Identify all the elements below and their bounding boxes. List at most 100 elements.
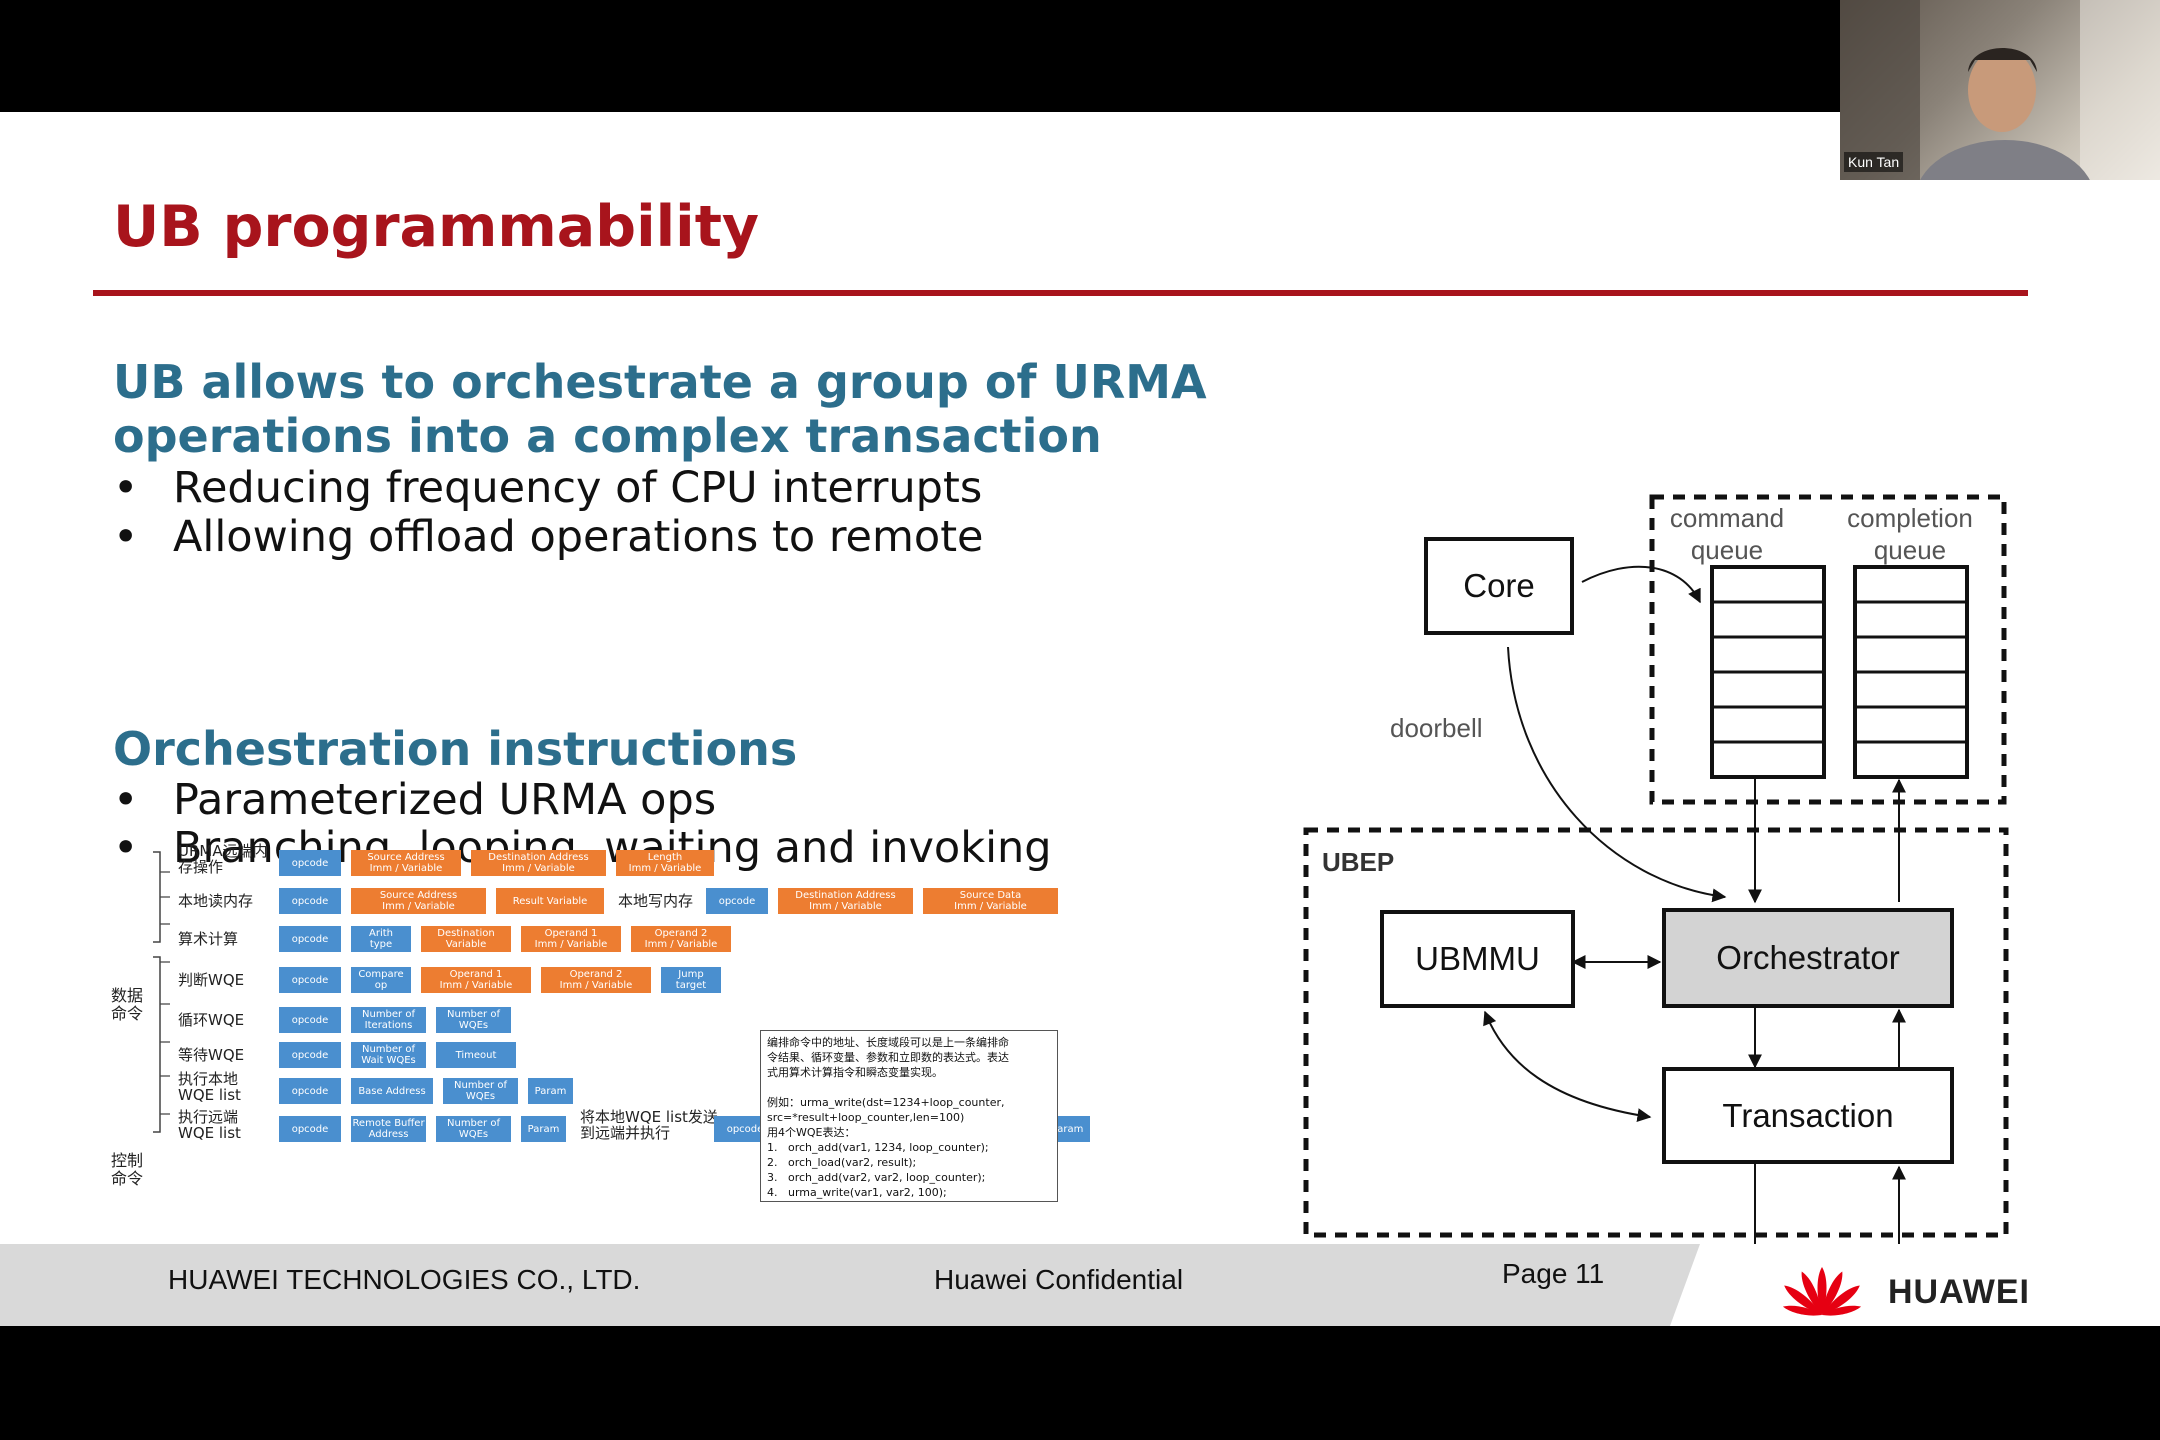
bullet-text: Reducing frequency of CPU interrupts	[173, 463, 983, 513]
table-cell: opcode	[279, 1007, 341, 1033]
footer-logo-panel	[1670, 1244, 2160, 1326]
bullet-dot: •	[113, 512, 139, 562]
heading-orchestrate-line2: operations into a complex transaction	[113, 409, 1102, 463]
note-line: 例如：urma_write(dst=1234+loop_counter,	[767, 1096, 1005, 1109]
table-cell: opcode	[279, 1116, 341, 1142]
note-line: 编排命令中的地址、长度域段可以是上一条编排命	[767, 1036, 1009, 1049]
table-cell: Source Address Imm / Variable	[351, 888, 486, 914]
table-cell: opcode	[279, 967, 341, 993]
ubep-dashed-box	[1303, 827, 2009, 1238]
heading-orchestration-instructions: Orchestration instructions	[113, 722, 798, 776]
huawei-flower-icon	[1782, 1267, 1862, 1316]
ubep-label: UBEP	[1322, 847, 1395, 877]
command-queue-label: command queue	[1669, 503, 1785, 565]
huawei-logo-text: HUAWEI	[1888, 1273, 2030, 1311]
bullet-text: Parameterized URMA ops	[173, 775, 717, 825]
table-cell: Param	[521, 1116, 566, 1142]
table-cell: Length Imm / Variable	[616, 850, 714, 876]
table-cell: Operand 2 Imm / Variable	[631, 926, 731, 952]
table-cell: Number of WQEs	[436, 1007, 511, 1033]
huawei-logo: HUAWEI	[1770, 1265, 2090, 1317]
table-cell: Number of Iterations	[351, 1007, 426, 1033]
table-row-label: 将本地WQE list发送 到远端并执行	[580, 1108, 718, 1142]
table-row-label: 执行本地 WQE list	[178, 1070, 241, 1104]
table-cell: Remote Buffer Address	[351, 1116, 426, 1142]
table-row-label: 本地写内存	[618, 892, 694, 910]
command-queue-icon	[1710, 565, 1826, 779]
note-line	[767, 1080, 1051, 1095]
group-label-control: 控制 命令	[111, 1151, 144, 1188]
table-row-label: URMA远端内 存操作	[178, 842, 268, 876]
bullet-item: • Allowing offload operations to remote	[113, 513, 984, 561]
table-row-label: 算术计算	[178, 930, 239, 948]
doorbell-label: doorbell	[1390, 713, 1483, 743]
heading-orchestrate-line1: UB allows to orchestrate a group of URMA	[113, 355, 1207, 409]
table-cell: Source Address Imm / Variable	[351, 850, 461, 876]
note-line: 式用算术计算指令和瞬态变量实现。	[767, 1066, 943, 1079]
table-cell: Arith type	[351, 926, 411, 952]
table-row-label: 等待WQE	[178, 1046, 245, 1064]
note-line: 用4个WQE表达：	[767, 1126, 856, 1139]
transaction-box: Transaction	[1662, 1067, 1954, 1164]
completion-queue-icon	[1853, 565, 1969, 779]
table-cell: Number of WQEs	[443, 1078, 518, 1104]
bullet-dot: •	[113, 823, 139, 873]
table-cell: Number of WQEs	[436, 1116, 511, 1142]
note-line: 2. orch_load(var2, result);	[767, 1156, 917, 1169]
table-cell: Number of Wait WQEs	[351, 1042, 426, 1068]
queue-dashed-box	[1649, 494, 2007, 805]
ubmmu-box: UBMMU	[1380, 910, 1575, 1008]
table-cell: Operand 1 Imm / Variable	[421, 967, 531, 993]
bullet-dot: •	[113, 775, 139, 825]
bullet-item: • Parameterized URMA ops	[113, 776, 716, 824]
table-row-label: 循环WQE	[178, 1011, 245, 1029]
table-cell: Base Address	[351, 1078, 433, 1104]
bullet-item: • Reducing frequency of CPU interrupts	[113, 464, 982, 512]
table-cell: opcode	[279, 1042, 341, 1068]
note-line: 3. orch_add(var2, var2, loop_counter);	[767, 1171, 986, 1184]
table-cell: Param	[528, 1078, 573, 1104]
table-cell: Operand 2 Imm / Variable	[541, 967, 651, 993]
table-cell: Operand 1 Imm / Variable	[521, 926, 621, 952]
table-cell: Destination Variable	[421, 926, 511, 952]
architecture-diagram: Core command queue completion queue door…	[1290, 362, 2030, 1302]
table-brackets	[153, 851, 170, 1133]
table-cell: opcode	[279, 888, 341, 914]
footer-company: HUAWEI TECHNOLOGIES CO., LTD.	[168, 1264, 641, 1295]
table-cell: Jump target	[661, 967, 721, 993]
slide-title: UB programmability	[113, 194, 760, 260]
table-cell: opcode	[706, 888, 768, 914]
orchestration-note: 编排命令中的地址、长度域段可以是上一条编排命令结果、循环变量、参数和立即数的表达…	[760, 1030, 1058, 1202]
window-edge-line	[1220, 112, 1840, 114]
table-cell: Compare op	[351, 967, 411, 993]
table-cell: Source Data Imm / Variable	[923, 888, 1058, 914]
orchestrator-box: Orchestrator	[1662, 908, 1954, 1008]
table-cell: opcode	[279, 1078, 341, 1104]
core-box: Core	[1424, 537, 1574, 635]
slide: UB programmability UB allows to orchestr…	[0, 112, 2160, 1325]
table-row-label: 执行远端 WQE list	[178, 1108, 241, 1142]
footer-confidential: Huawei Confidential	[934, 1264, 1184, 1295]
note-line: 令结果、循环变量、参数和立即数的表达式。表达	[767, 1051, 1009, 1064]
participant-video-tile[interactable]: Kun Tan	[1840, 0, 2160, 180]
bullet-dot: •	[113, 463, 139, 513]
participant-name: Kun Tan	[1844, 152, 1904, 172]
table-cell: opcode	[279, 926, 341, 952]
participant-video-icon	[1840, 0, 2160, 180]
group-label-data: 数据 命令	[111, 986, 144, 1023]
table-row-label: 判断WQE	[178, 971, 245, 989]
note-line: 4. urma_write(var1, var2, 100);	[767, 1186, 947, 1199]
table-cell: opcode	[279, 850, 341, 876]
table-cell: Destination Address Imm / Variable	[471, 850, 606, 876]
note-line: src=*result+loop_counter,len=100)	[767, 1111, 965, 1124]
title-divider	[93, 290, 2028, 296]
table-cell: Timeout	[436, 1042, 516, 1068]
table-cell: Result Variable	[496, 888, 604, 914]
table-cell: Destination Address Imm / Variable	[778, 888, 913, 914]
completion-queue-label: completion queue	[1847, 503, 1973, 565]
footer-page-number: Page 11	[1502, 1258, 1605, 1289]
diagram-lines	[1303, 494, 2009, 1294]
bullet-text: Allowing offload operations to remote	[173, 512, 984, 562]
table-row-label: 本地读内存	[178, 892, 254, 910]
